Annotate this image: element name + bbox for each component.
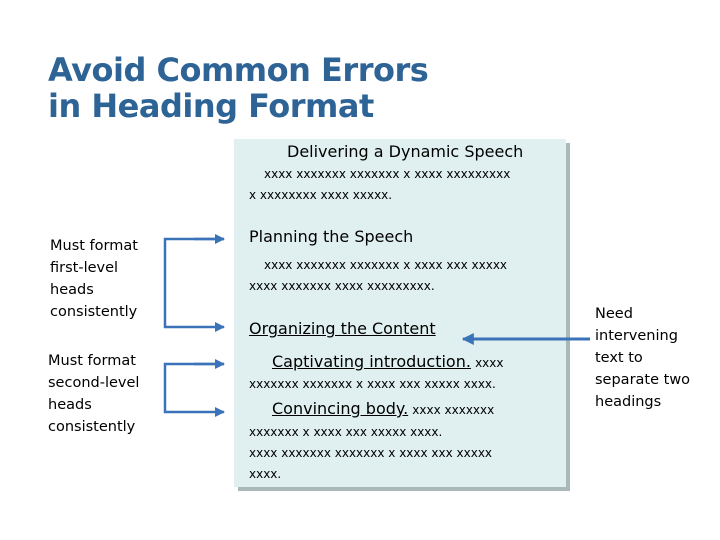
callout-second-level-line: consistently	[48, 419, 136, 435]
convincing-tail-text: xxxx xxxxxxx	[412, 403, 495, 417]
convincing-text-line-4: xxxx.	[249, 467, 282, 481]
bracket-second-level-line	[163, 362, 225, 417]
sample-document: Delivering a Dynamic Speech xxxx xxxxxxx…	[234, 139, 566, 487]
callout-intervening-line: Need	[595, 306, 633, 322]
callout-second-level-line: heads	[48, 397, 92, 413]
slide-title-line-1: Avoid Common Errors	[48, 51, 429, 89]
first-level-head-organizing: Organizing the Content	[249, 319, 436, 338]
callout-first-level-line: heads	[50, 282, 94, 298]
callout-first-level-line: first-level	[50, 260, 119, 276]
callout-second-level-line: Must format	[48, 353, 136, 369]
slide-title-line-2: in Heading Format	[48, 87, 374, 125]
slide-title: Avoid Common Errors in Heading Format	[48, 51, 429, 125]
captivating-text-line-2: xxxxxxx xxxxxxx x xxxx xxx xxxxx xxxx.	[249, 377, 496, 391]
callout-first-level-line: Must format	[50, 238, 138, 254]
callout-intervening-line: text to	[595, 350, 643, 366]
intro-text-line-2: x xxxxxxxx xxxx xxxxx.	[249, 188, 393, 202]
callout-second-level: Must format second-level heads consisten…	[48, 350, 139, 438]
bracket-first-level-line	[163, 237, 225, 332]
second-level-head-captivating: Captivating introduction.	[272, 352, 471, 371]
second-level-head-convincing: Convincing body.	[272, 399, 409, 418]
callout-first-level: Must format first-level heads consistent…	[50, 235, 138, 323]
second-level-paragraph-captivating: Captivating introduction. xxxx	[272, 352, 503, 373]
captivating-tail-text: xxxx	[475, 356, 504, 370]
planning-text-line-1: xxxx xxxxxxx xxxxxxx x xxxx xxx xxxxx	[264, 258, 508, 272]
convincing-text-line-2: xxxxxxx x xxxx xxx xxxxx xxxx.	[249, 425, 443, 439]
planning-text-line-2: xxxx xxxxxxx xxxx xxxxxxxxx.	[249, 279, 435, 293]
document-title: Delivering a Dynamic Speech	[287, 142, 524, 161]
callout-intervening-line: separate two	[595, 372, 691, 388]
convincing-text-line-3: xxxx xxxxxxx xxxxxxx x xxxx xxx xxxxx	[249, 446, 493, 460]
callout-first-level-line: consistently	[50, 304, 138, 320]
callout-intervening-line: headings	[595, 394, 662, 410]
callout-second-level-line: second-level	[48, 375, 140, 391]
callout-intervening-text: Need intervening text to separate two he…	[595, 303, 690, 413]
callout-intervening-line: intervening	[595, 328, 678, 344]
first-level-head-planning: Planning the Speech	[249, 227, 414, 246]
intro-text-line-1: xxxx xxxxxxx xxxxxxx x xxxx xxxxxxxxx	[264, 167, 511, 181]
second-level-paragraph-convincing: Convincing body. xxxx xxxxxxx	[272, 399, 494, 420]
